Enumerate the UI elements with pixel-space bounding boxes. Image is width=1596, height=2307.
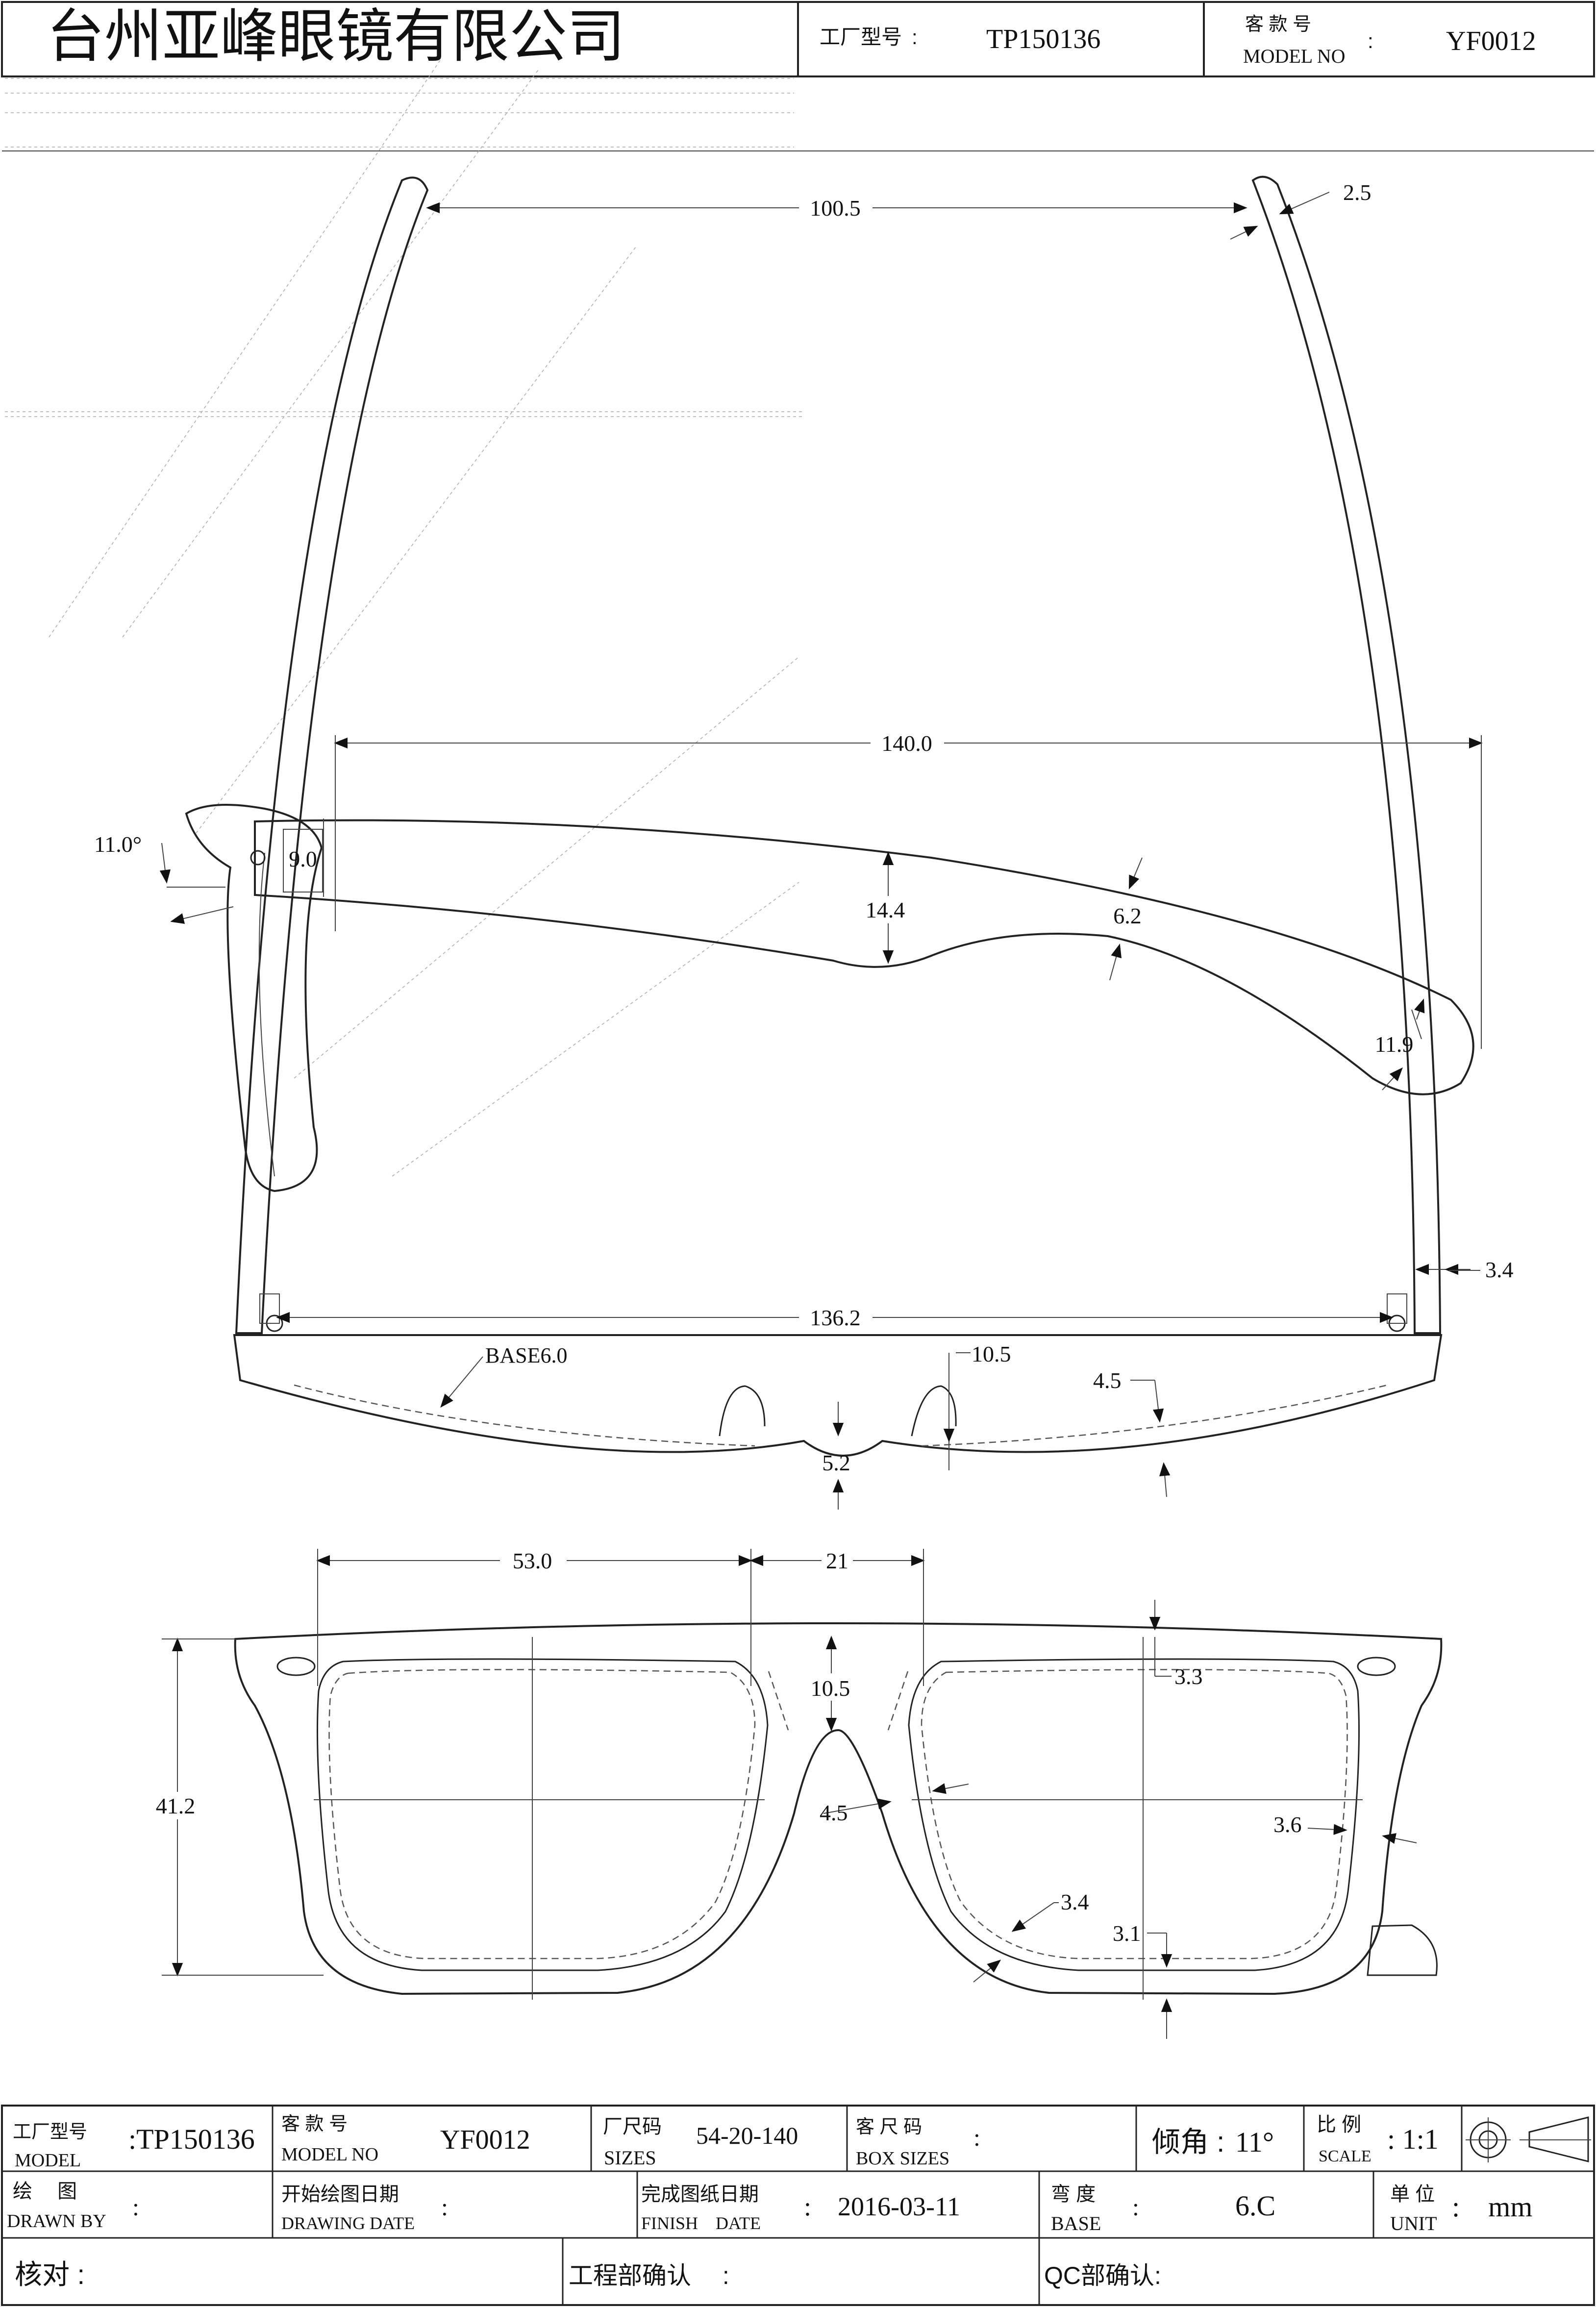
tb-base-value: 6.C — [1235, 2190, 1275, 2222]
frame-front-outline — [234, 1622, 1443, 1995]
tb-tilt-label: 倾角 : — [1152, 2126, 1224, 2158]
model-colon: : — [1368, 29, 1373, 52]
tb-sizes-label-cn: 厂尺码 — [603, 2116, 662, 2137]
factory-number: TP150136 — [986, 24, 1100, 54]
dim-bottom-rim: 3.1 — [1113, 1921, 1141, 1946]
left-lens-outline — [317, 1658, 769, 1971]
dim-temple-mid-width: 14.4 — [866, 897, 905, 922]
left-nose-pad — [719, 1385, 766, 1437]
tb-unit-label-cn: 单 位 — [1390, 2183, 1435, 2205]
tb-sizes-label-en: SIZES — [604, 2147, 656, 2169]
dim-hinge-spread: 136.2 — [810, 1305, 861, 1330]
dim-lower-rim: 3.4 — [1061, 1889, 1089, 1914]
tb-base-label-cn: 弯 度 — [1051, 2183, 1096, 2205]
tb-drawn-by-label-cn: 绘 图 — [13, 2181, 77, 2202]
side-hinge-screw — [250, 850, 266, 866]
dim-pantoscopic-angle: 11.0° — [94, 832, 142, 857]
tb-start-date-label-en: DRAWING DATE — [281, 2213, 415, 2233]
left-lens-groove-front — [328, 1669, 756, 1960]
dim-top-rim: 3.3 — [1174, 1664, 1203, 1689]
factory-label: 工厂型号 — [820, 25, 902, 49]
dim-nose-pad-height: 10.5 — [972, 1341, 1011, 1366]
dim-temple-hinge-height: 9.0 — [289, 846, 317, 871]
tb-unit-label-en: UNIT — [1390, 2212, 1437, 2234]
front-hinge-detail — [1367, 1924, 1438, 1976]
tb-base-colon: : — [1132, 2193, 1139, 2221]
front-top-outline — [233, 1334, 1443, 1457]
tb-base-label-en: BASE — [1051, 2212, 1101, 2234]
projection-symbol-icon — [1466, 2116, 1591, 2162]
tb-unit-value: : mm — [1452, 2191, 1532, 2223]
dim-lens-width: 53.0 — [513, 1548, 552, 1573]
dim-temple-tip-thickness: 2.5 — [1343, 180, 1372, 205]
tb-finish-date-label-en: FINISH DATE — [641, 2213, 761, 2233]
tb-start-date-value: : — [441, 2193, 448, 2221]
right-rivet — [1357, 1657, 1396, 1676]
dim-base-curve: BASE6.0 — [485, 1343, 567, 1367]
tb-scale-label-en: SCALE — [1319, 2147, 1372, 2165]
dim-temple-narrow-width: 6.2 — [1113, 903, 1142, 928]
dim-temple-spread: 100.5 — [810, 196, 861, 221]
dim-bridge-thickness: 5.2 — [822, 1450, 850, 1475]
tb-drawn-by-value: : — [132, 2193, 139, 2221]
company-name: 台州亚峰眼镜有限公司 — [47, 5, 625, 69]
dim-temple-length: 140.0 — [881, 731, 932, 756]
model-label-cn: 客 款 号 — [1245, 14, 1311, 35]
dim-bridge-width: 21 — [826, 1548, 848, 1573]
tb-box-sizes-label-cn: 客 尺 码 — [856, 2117, 922, 2137]
temple-side-outline — [254, 819, 1474, 1095]
tb-drawn-by-label-en: DRAWN BY — [7, 2211, 106, 2232]
tb-check-label: 核对 : — [15, 2259, 85, 2290]
right-nose-pad — [911, 1385, 957, 1437]
dim-lens-height: 41.2 — [156, 1793, 196, 1818]
tb-finish-date-value: : 2016-03-11 — [804, 2192, 960, 2221]
tb-sizes-value: 54-20-140 — [696, 2122, 798, 2149]
tb-model-label-cn: 工厂型号 — [13, 2122, 87, 2142]
tb-scale-label-cn: 比 例 — [1317, 2114, 1361, 2135]
tb-box-sizes-value: : — [973, 2124, 980, 2151]
tb-box-sizes-label-en: BOX SIZES — [856, 2148, 949, 2169]
tb-model-no-label-en: MODEL NO — [281, 2144, 378, 2165]
tb-finish-date-label-cn: 完成图纸日期 — [641, 2183, 759, 2205]
right-lens-groove-front — [921, 1669, 1348, 1960]
tb-tilt-value: 11° — [1235, 2126, 1274, 2158]
left-lens-groove — [294, 1384, 755, 1447]
tb-model-value: :TP150136 — [128, 2123, 255, 2155]
header: 台州亚峰眼镜有限公司 工厂型号 : TP150136 客 款 号 MODEL N… — [1, 1, 1595, 1177]
tb-model-label-en: MODEL — [15, 2150, 81, 2171]
right-lens-outline — [908, 1658, 1360, 1971]
tb-model-no-value: YF0012 — [440, 2125, 530, 2155]
dim-outer-rim: 3.6 — [1273, 1812, 1302, 1837]
tb-scale-value: : 1:1 — [1387, 2123, 1439, 2155]
tb-engineering-label: 工程部确认 : — [569, 2262, 729, 2289]
factory-colon: : — [912, 25, 918, 49]
model-label-en: MODEL NO — [1243, 45, 1346, 67]
left-hinge-block — [259, 1293, 280, 1324]
scan-artefacts — [5, 58, 804, 1177]
left-rivet — [276, 1657, 316, 1676]
top-view: 100.5 2.5 136.2 3.4 BASE6.0 10.5 4.5 5.2 — [233, 175, 1514, 1510]
title-block: 工厂型号 MODEL :TP150136 客 款 号 MODEL NO YF00… — [1, 2105, 1595, 2306]
tb-model-no-label-cn: 客 款 号 — [281, 2114, 348, 2134]
dim-temple-thickness: 3.4 — [1485, 1257, 1514, 1282]
dim-bridge-depth: 10.5 — [811, 1676, 850, 1701]
tb-start-date-label-cn: 开始绘图日期 — [281, 2183, 399, 2205]
right-lens-groove — [921, 1384, 1388, 1447]
dim-front-thickness: 4.5 — [1093, 1368, 1122, 1393]
tb-qc-label: QC部确认: — [1044, 2262, 1161, 2289]
left-temple-outline — [235, 176, 429, 1334]
front-view: 53.0 21 10.5 3.3 41.2 4.5 3.6 3.4 — [147, 1547, 1443, 2039]
right-temple-outline — [1251, 175, 1442, 1334]
front-side-block — [185, 804, 323, 1192]
dim-bridge-rim: 4.5 — [820, 1800, 848, 1825]
dim-leader-tip — [1279, 192, 1330, 215]
right-hinge-block — [1387, 1293, 1407, 1324]
dim-temple-end-width: 11.9 — [1375, 1032, 1414, 1057]
side-view: 140.0 11.0° 9.0 14.4 6.2 11.9 — [94, 728, 1483, 1192]
model-number: YF0012 — [1446, 26, 1536, 56]
